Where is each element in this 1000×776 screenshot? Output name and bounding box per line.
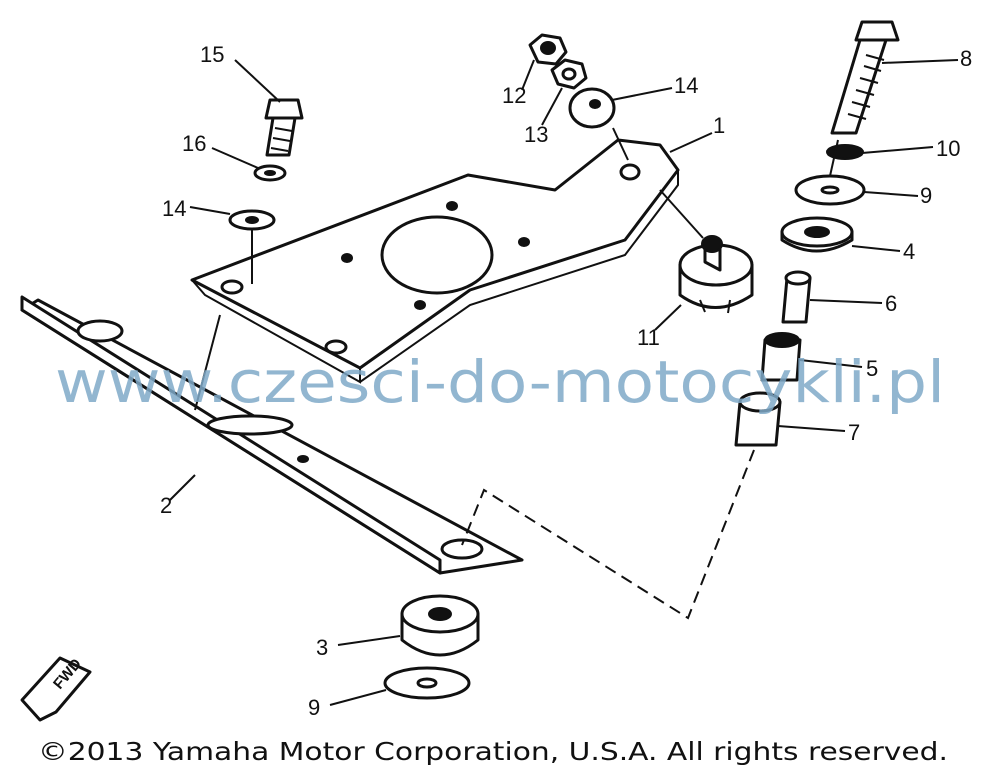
callout-part-8: 8 <box>960 46 972 71</box>
callout-part-14-top: 14 <box>674 73 698 98</box>
collar-5 <box>760 332 802 382</box>
upper-washer <box>794 174 866 206</box>
callout-part-6: 6 <box>885 291 897 316</box>
callout-part-12: 12 <box>502 83 526 108</box>
callout-part-1: 1 <box>713 113 725 138</box>
top-washer-14 <box>568 87 616 129</box>
long-bolt <box>830 20 900 135</box>
top-washer-13 <box>550 58 588 90</box>
collar-6 <box>781 270 812 324</box>
callout-part-3: 3 <box>316 635 328 660</box>
forward-direction-marker: FWD <box>20 655 92 722</box>
top-nut <box>528 33 568 66</box>
callout-part-5: 5 <box>866 356 878 381</box>
callout-part-4: 4 <box>903 239 915 264</box>
assembly-lines <box>194 127 839 620</box>
callout-leaders <box>169 59 959 706</box>
lower-washer <box>383 666 471 700</box>
collar-7 <box>734 391 782 447</box>
thick-washer <box>780 216 854 253</box>
callout-part-15: 15 <box>200 42 224 67</box>
callout-part-7: 7 <box>848 420 860 445</box>
callout-part-14-left: 14 <box>162 196 186 221</box>
callout-part-16: 16 <box>182 131 206 156</box>
callout-part-9-lower: 9 <box>308 695 320 720</box>
channel-bracket <box>20 295 524 575</box>
callout-part-10: 10 <box>936 136 960 161</box>
left-washer <box>228 209 276 231</box>
callout-part-9-upper: 9 <box>920 183 932 208</box>
callout-part-11: 11 <box>637 325 660 350</box>
callout-labels: 1 2 3 4 5 6 7 8 9 9 10 11 12 13 14 14 15… <box>160 42 972 720</box>
spring-washer <box>826 144 864 160</box>
watermark-text: www.czesci-do-motocykli.pl <box>55 348 945 416</box>
mounting-plate <box>190 138 680 384</box>
copyright-notice: ©2013 Yamaha Motor Corporation, U.S.A. A… <box>38 737 948 766</box>
callout-part-13: 13 <box>524 122 548 147</box>
callout-part-2: 2 <box>160 493 172 518</box>
short-bolt <box>264 98 304 157</box>
rubber-bushing <box>400 594 480 657</box>
left-spring-washer <box>253 164 287 182</box>
rubber-mount <box>678 235 754 314</box>
